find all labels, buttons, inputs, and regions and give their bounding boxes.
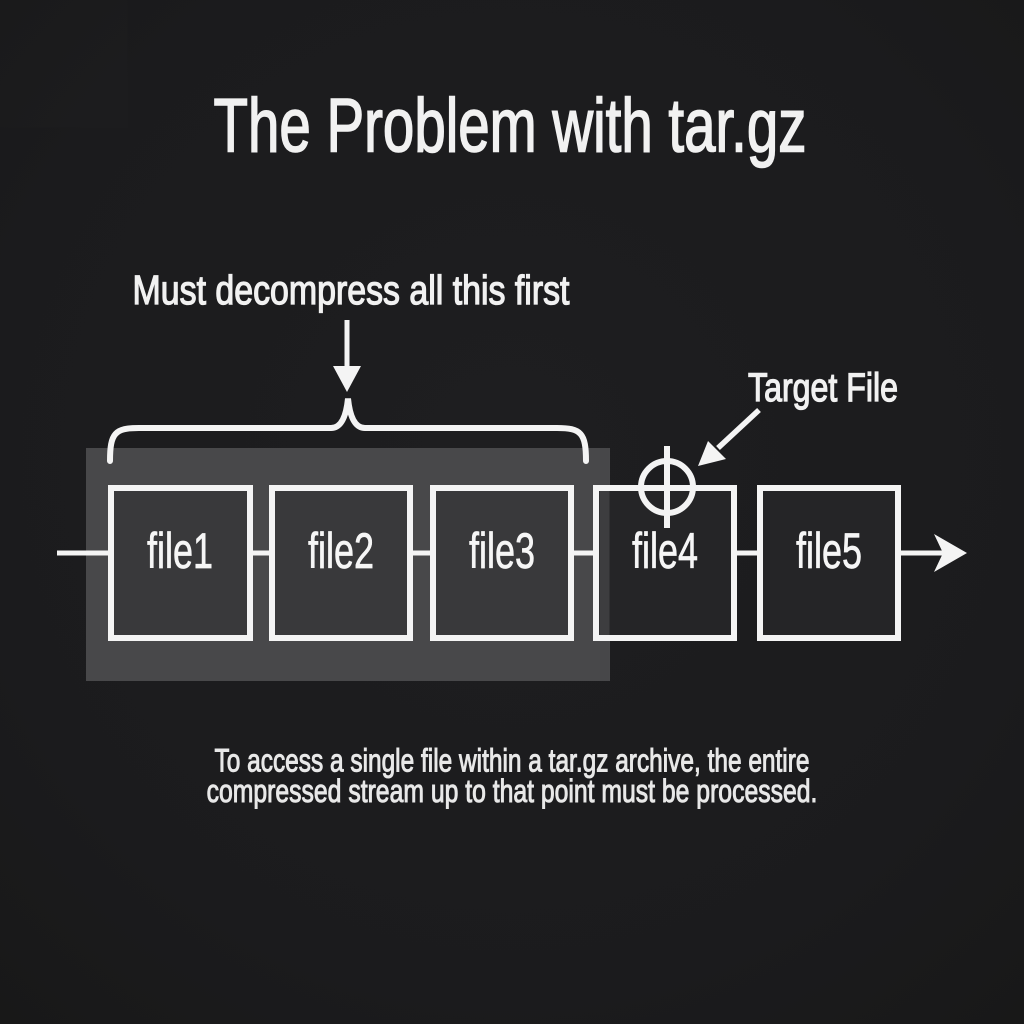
svg-text:file3: file3 <box>469 524 535 579</box>
svg-text:To access a single file within: To access a single file within a tar.gz … <box>215 743 810 779</box>
svg-text:Target File: Target File <box>748 365 898 410</box>
svg-text:The Problem with tar.gz: The Problem with tar.gz <box>214 83 807 168</box>
svg-text:file4: file4 <box>632 524 698 579</box>
svg-text:compressed stream up to that p: compressed stream up to that point must … <box>207 774 818 810</box>
svg-text:file1: file1 <box>147 524 213 579</box>
svg-text:Must decompress all this first: Must decompress all this first <box>133 267 570 313</box>
svg-text:file2: file2 <box>308 524 374 579</box>
svg-text:file5: file5 <box>796 524 862 579</box>
